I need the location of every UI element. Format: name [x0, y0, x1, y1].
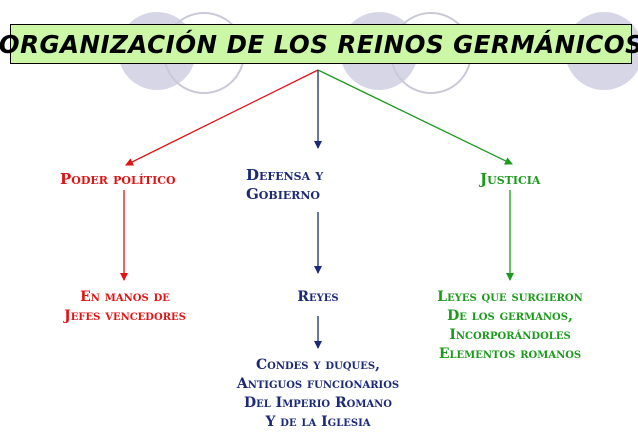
heading-line: Defensa y: [246, 166, 324, 184]
justicia-heading: Justicia: [480, 170, 541, 188]
poder-politico-heading: Poder político: [60, 170, 176, 188]
detail-line: Y de la Iglesia: [265, 414, 371, 430]
defensa-gobierno-heading: Defensa y Gobierno: [246, 166, 323, 204]
detail-line: Del Imperio Romano: [243, 395, 393, 411]
diagram-title: ORGANIZACIÓN DE LOS REINOS GERMÁNICOS: [0, 29, 638, 59]
detail-line: Leyes que surgieron: [437, 289, 583, 305]
detail-line: Jefes vencedores: [64, 308, 186, 324]
condes-detail: Condes y duques, Antiguos funcionarios D…: [198, 356, 438, 432]
arrow-to-poder-politico: [125, 69, 319, 166]
arrow-to-justicia: [317, 69, 513, 165]
reyes-detail: Reyes: [297, 289, 339, 305]
detail-line: Elementos romanos: [438, 346, 582, 362]
detail-line: Antiguos funcionarios: [236, 376, 400, 392]
heading-line: Gobierno: [246, 185, 320, 203]
justicia-detail: Leyes que surgieron De los germanos, Inc…: [400, 288, 620, 364]
detail-line: Condes y duques,: [256, 357, 380, 373]
detail-line: De los germanos,: [447, 308, 573, 324]
poder-politico-detail: En manos de Jefes vencedores: [20, 288, 230, 326]
detail-line: Incorporándoles: [449, 327, 571, 343]
title-banner: ORGANIZACIÓN DE LOS REINOS GERMÁNICOS: [0, 24, 638, 64]
detail-line: En manos de: [80, 289, 170, 305]
